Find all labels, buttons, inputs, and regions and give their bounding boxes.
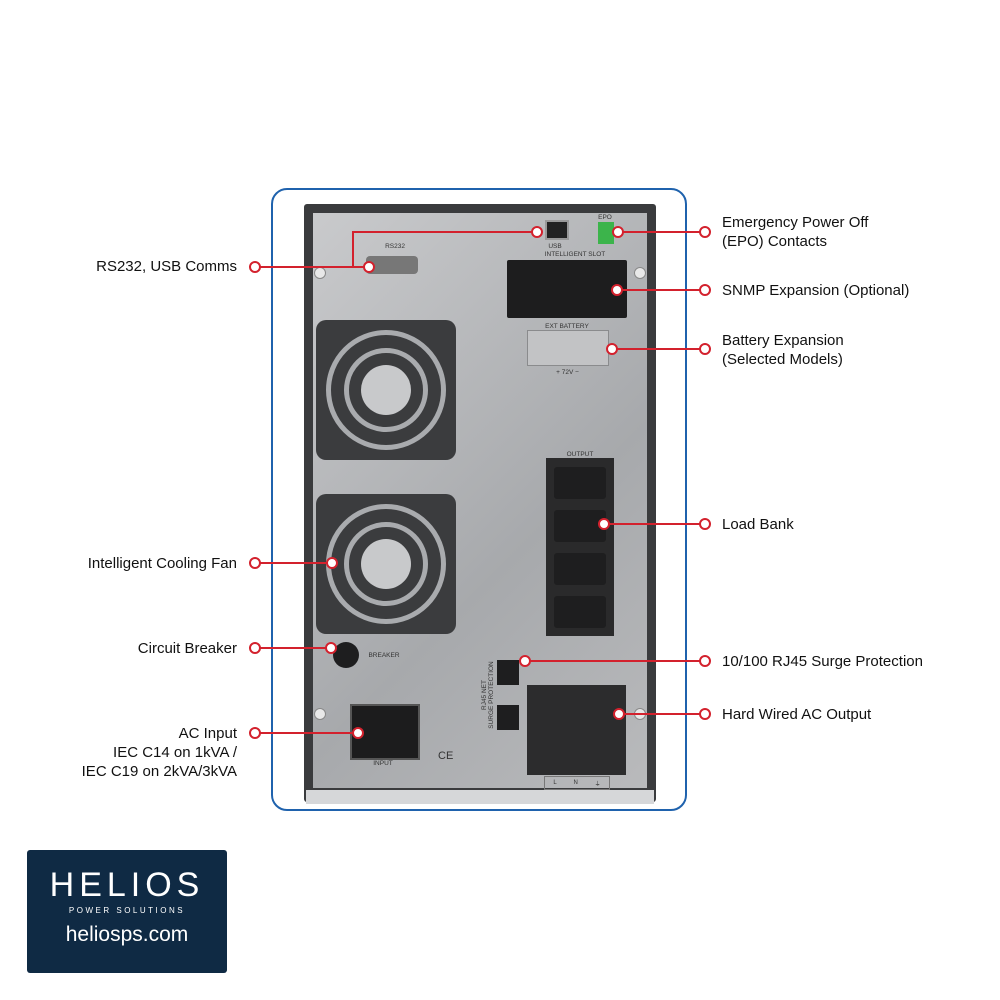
callout-line-ac-input	[255, 732, 358, 734]
label-load-bank: Load Bank	[722, 516, 794, 533]
callout-dot	[699, 284, 711, 296]
outlet-3	[554, 553, 606, 585]
rs232-port	[366, 256, 418, 274]
cooling-fan-bottom	[316, 494, 456, 634]
callout-dot	[613, 708, 625, 720]
callout-line-rs232	[255, 266, 368, 268]
callout-dot	[249, 557, 261, 569]
callout-dot	[249, 642, 261, 654]
ext-battery-label: EXT BATTERY	[545, 323, 589, 330]
screw	[314, 267, 326, 279]
callout-dot	[612, 226, 624, 238]
callout-dot	[606, 343, 618, 355]
helios-logo: HELIOS POWER SOLUTIONS heliosps.com	[27, 850, 227, 973]
callout-line-rj45	[525, 660, 705, 662]
ups-base	[306, 790, 654, 804]
callout-dot	[699, 518, 711, 530]
callout-dot	[531, 226, 543, 238]
brand-url[interactable]: heliosps.com	[65, 923, 189, 946]
hard-wired-output-cover	[527, 685, 626, 775]
cooling-fan-top	[316, 320, 456, 460]
callout-dot	[325, 642, 337, 654]
callout-dot	[326, 557, 338, 569]
callout-dot	[699, 226, 711, 238]
label-rs232-usb: RS232, USB Comms	[96, 258, 237, 275]
callout-line-usb	[352, 231, 537, 233]
intelligent-slot-label: INTELLIGENT SLOT	[544, 251, 606, 258]
callout-dot	[699, 343, 711, 355]
product-frame	[271, 188, 687, 811]
callout-line-hard-wired	[619, 713, 705, 715]
label-cooling-fan: Intelligent Cooling Fan	[87, 555, 237, 572]
callout-dot	[249, 727, 261, 739]
callout-dot	[699, 708, 711, 720]
epo-connector	[598, 222, 614, 244]
callout-line-snmp	[617, 289, 705, 291]
callout-dot	[363, 261, 375, 273]
epo-label: EPO	[598, 214, 612, 221]
callout-line-fan	[255, 562, 332, 564]
label-hard-wired: Hard Wired AC Output	[722, 706, 872, 723]
callout-dot	[611, 284, 623, 296]
callout-dot	[598, 518, 610, 530]
snmp-slot-cover	[507, 260, 627, 318]
battery-cover-plate	[527, 330, 609, 366]
callout-line-load-bank	[604, 523, 705, 525]
screw	[634, 267, 646, 279]
outlet-1	[554, 467, 606, 499]
outlet-4	[554, 596, 606, 628]
output-label: OUTPUT	[566, 451, 594, 458]
callout-dot	[352, 727, 364, 739]
label-epo: Emergency Power Off(EPO) Contacts	[722, 214, 869, 250]
brand-name: HELIOS	[49, 866, 205, 904]
label-rj45: 10/100 RJ45 Surge Protection	[722, 653, 923, 670]
usb-port	[545, 220, 569, 240]
battery-voltage-label: + 72V −	[556, 369, 579, 376]
label-breaker: Circuit Breaker	[137, 640, 237, 657]
callout-line-epo	[618, 231, 705, 233]
rj45-port-out	[497, 705, 519, 730]
callout-dot	[249, 261, 261, 273]
ce-mark: CE	[438, 750, 454, 762]
screw	[314, 708, 326, 720]
callout-line-breaker	[255, 647, 331, 649]
callout-dot	[519, 655, 531, 667]
usb-label: USB	[548, 243, 562, 250]
input-label: INPUT	[373, 760, 393, 767]
label-battery: Battery Expansion(Selected Models)	[722, 332, 844, 368]
breaker-label: BREAKER	[368, 652, 400, 659]
callout-line-rs232-branch	[352, 232, 354, 267]
rj45-port-in	[497, 660, 519, 685]
callout-line-battery	[612, 348, 705, 350]
label-snmp: SNMP Expansion (Optional)	[722, 282, 910, 299]
callout-dot	[699, 655, 711, 667]
rs232-label: RS232	[385, 243, 405, 250]
circuit-breaker	[333, 642, 359, 668]
brand-tagline: POWER SOLUTIONS	[68, 906, 186, 915]
outlet-2	[554, 510, 606, 542]
